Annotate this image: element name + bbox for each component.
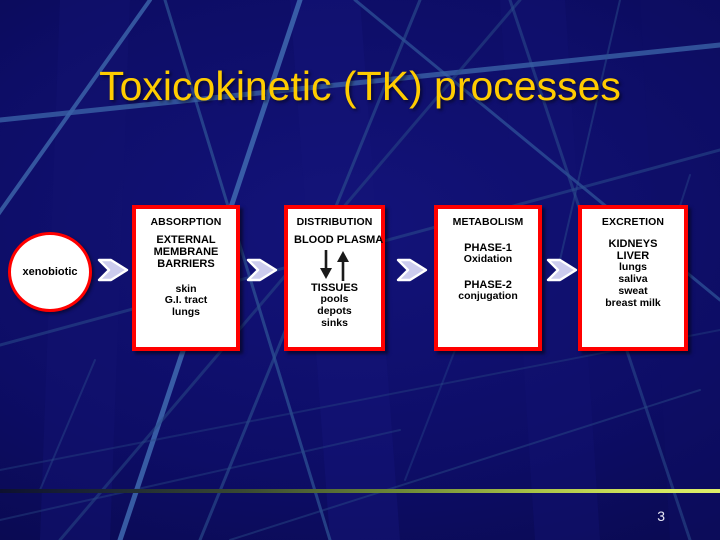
box-excretion-line-2: LIVER <box>616 250 650 263</box>
box-distribution-sub-2: depots <box>317 305 352 318</box>
footer-rule <box>0 489 720 493</box>
box-absorption-sub-2: G.I. tract <box>164 294 208 307</box>
box-distribution-sub-heading: TISSUES <box>310 282 359 295</box>
box-excretion-sub-4: breast milk <box>605 296 661 309</box>
box-excretion-sub-3: sweat <box>618 284 648 297</box>
page-number: 3 <box>657 508 665 524</box>
box-excretion-line-1: KIDNEYS <box>608 237 658 250</box>
box-absorption-line-1: EXTERNAL <box>156 233 216 246</box>
box-distribution[interactable]: DISTRIBUTION BLOOD PLASMA TISSUES pools … <box>284 205 385 351</box>
box-absorption-line-3: BARRIERS <box>157 258 215 271</box>
box-absorption-line-2: MEMBRANE <box>153 246 219 259</box>
arrow-absorption-to-distribution <box>246 258 278 282</box>
box-absorption-sub-3: lungs <box>172 306 200 319</box>
box-metabolism-phase2-value: conjugation <box>458 290 518 303</box>
box-metabolism[interactable]: METABOLISM PHASE-1 Oxidation PHASE-2 con… <box>434 205 542 351</box>
box-excretion-heading: EXCRETION <box>601 216 665 228</box>
box-absorption-sub-1: skin <box>175 282 197 295</box>
box-distribution-line-1: BLOOD PLASMA <box>294 233 384 246</box>
box-excretion-sub-2: saliva <box>618 273 648 286</box>
node-xenobiotic-label: xenobiotic <box>22 266 78 278</box>
exchange-arrows <box>288 246 381 282</box>
box-distribution-heading: DISTRIBUTION <box>296 216 373 228</box>
arrow-distribution-to-metabolism <box>396 258 428 282</box>
box-excretion-sub-1: lungs <box>619 261 647 274</box>
slide-title: Toxicokinetic (TK) processes <box>99 63 621 109</box>
box-metabolism-phase1-label: PHASE-1 <box>464 241 512 254</box>
box-distribution-sub-1: pools <box>320 293 349 306</box>
box-metabolism-phase2-label: PHASE-2 <box>464 278 512 291</box>
box-metabolism-heading: METABOLISM <box>452 216 524 228</box>
box-excretion[interactable]: EXCRETION KIDNEYS LIVER lungs saliva swe… <box>578 205 688 351</box>
box-metabolism-phase1-value: Oxidation <box>463 253 513 266</box>
arrow-metabolism-to-excretion <box>546 258 578 282</box>
box-absorption-heading: ABSORPTION <box>150 216 222 228</box>
node-xenobiotic[interactable]: xenobiotic <box>8 232 92 312</box>
box-distribution-sub-3: sinks <box>321 316 348 329</box>
arrow-xenobiotic-to-absorption <box>97 258 129 282</box>
box-absorption[interactable]: ABSORPTION EXTERNAL MEMBRANE BARRIERS sk… <box>132 205 240 351</box>
